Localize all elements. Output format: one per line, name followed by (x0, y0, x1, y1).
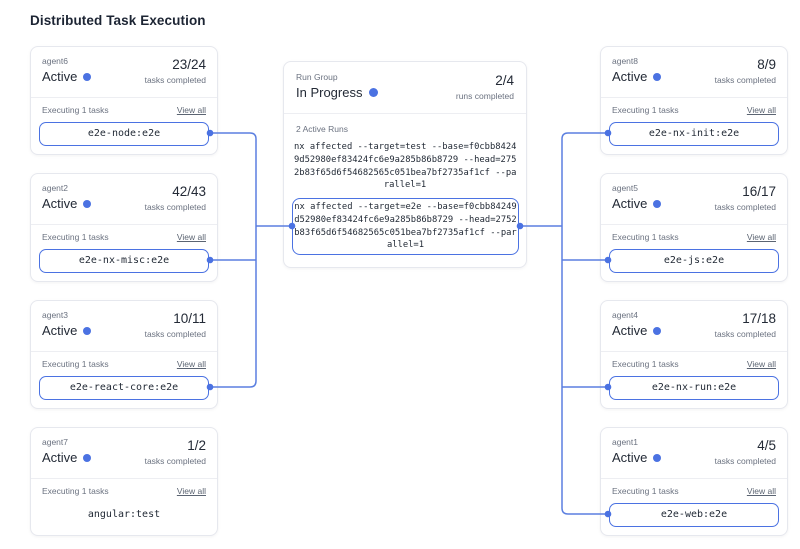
tasks-count: 1/2 (187, 438, 206, 453)
agent-status-text: Active (612, 323, 648, 338)
task-chip[interactable]: e2e-nx-misc:e2e (39, 249, 209, 273)
executing-label: Executing 1 tasks (42, 486, 109, 496)
tasks-completed-label: tasks completed (714, 202, 776, 212)
agent-status-text: Active (612, 450, 648, 465)
task-chip[interactable]: e2e-web:e2e (609, 503, 779, 527)
agent-card-agent3: agent3 Active 10/11 tasks completed Exec… (30, 300, 218, 409)
status-dot-icon (83, 326, 92, 335)
agent-card-agent5: agent5 Active 16/17 tasks completed Exec… (600, 173, 788, 282)
agent-status-text: Active (612, 69, 648, 84)
agent-card-header: agent4 Active 17/18 tasks completed (601, 301, 787, 352)
run-group-status-text: In Progress (296, 85, 363, 100)
view-all-link[interactable]: View all (746, 232, 776, 242)
agent-status-text: Active (612, 196, 648, 211)
agent-status-text: Active (42, 323, 78, 338)
agent-card-agent6: agent6 Active 23/24 tasks completed Exec… (30, 46, 218, 155)
status-dot-icon (83, 72, 92, 81)
agent-name: agent2 (42, 183, 68, 193)
status-dot-icon (653, 72, 662, 81)
status-dot-icon (369, 88, 379, 97)
agent-card-header: agent2 Active 42/43 tasks completed (31, 174, 217, 225)
agent-status-text: Active (42, 450, 78, 465)
agent-card-agent7: agent7 Active 1/2 tasks completed Execut… (30, 427, 218, 536)
run-command-1[interactable]: nx affected --target=test --base=f0cbb84… (294, 142, 516, 191)
task-chip[interactable]: angular:test (39, 503, 209, 527)
view-all-link[interactable]: View all (746, 486, 776, 496)
view-all-link[interactable]: View all (176, 105, 206, 115)
tasks-count: 17/18 (742, 311, 776, 326)
view-all-link[interactable]: View all (746, 105, 776, 115)
tasks-completed-label: tasks completed (714, 329, 776, 339)
agent-name: agent5 (612, 183, 638, 193)
status-dot-icon (653, 199, 662, 208)
agent-card-header: agent3 Active 10/11 tasks completed (31, 301, 217, 352)
tasks-completed-label: tasks completed (144, 75, 206, 85)
agent-card-header: agent1 Active 4/5 tasks completed (601, 428, 787, 479)
view-all-link[interactable]: View all (746, 359, 776, 369)
agent-card-header: agent8 Active 8/9 tasks completed (601, 47, 787, 98)
agent-name: agent6 (42, 56, 68, 66)
run-group-header: Run Group In Progress 2/4 runs completed (284, 62, 526, 114)
tasks-count: 4/5 (757, 438, 776, 453)
agent-name: agent8 (612, 56, 638, 66)
tasks-completed-label: tasks completed (714, 75, 776, 85)
executing-label: Executing 1 tasks (42, 359, 109, 369)
agent-name: agent1 (612, 437, 638, 447)
task-chip[interactable]: e2e-nx-init:e2e (609, 122, 779, 146)
run-command-2-highlighted[interactable]: nx affected --target=e2e --base=f0cbb842… (292, 198, 519, 255)
agent-card-header: agent5 Active 16/17 tasks completed (601, 174, 787, 225)
agent-card-header: agent7 Active 1/2 tasks completed (31, 428, 217, 479)
executing-label: Executing 1 tasks (612, 359, 679, 369)
tasks-completed-label: tasks completed (144, 202, 206, 212)
page-title: Distributed Task Execution (30, 13, 206, 28)
task-chip[interactable]: e2e-nx-run:e2e (609, 376, 779, 400)
agent-name: agent7 (42, 437, 68, 447)
view-all-link[interactable]: View all (176, 486, 206, 496)
agent-name: agent3 (42, 310, 68, 320)
runs-count: 2/4 (495, 73, 514, 88)
agent-card-header: agent6 Active 23/24 tasks completed (31, 47, 217, 98)
agent-card-agent8: agent8 Active 8/9 tasks completed Execut… (600, 46, 788, 155)
status-dot-icon (653, 326, 662, 335)
agent-name: agent4 (612, 310, 638, 320)
run-group-label: Run Group (296, 72, 338, 82)
tasks-count: 42/43 (172, 184, 206, 199)
agent-card-agent1: agent1 Active 4/5 tasks completed Execut… (600, 427, 788, 536)
run-group-panel: Run Group In Progress 2/4 runs completed… (283, 61, 527, 268)
task-chip[interactable]: e2e-react-core:e2e (39, 376, 209, 400)
agent-card-agent4: agent4 Active 17/18 tasks completed Exec… (600, 300, 788, 409)
tasks-count: 16/17 (742, 184, 776, 199)
view-all-link[interactable]: View all (176, 232, 206, 242)
tasks-count: 10/11 (173, 311, 206, 326)
status-dot-icon (653, 453, 662, 462)
tasks-completed-label: tasks completed (144, 329, 206, 339)
runs-completed-label: runs completed (455, 91, 514, 101)
tasks-completed-label: tasks completed (144, 456, 206, 466)
task-chip[interactable]: e2e-node:e2e (39, 122, 209, 146)
tasks-count: 8/9 (757, 57, 776, 72)
tasks-count: 23/24 (172, 57, 206, 72)
agent-status-text: Active (42, 69, 78, 84)
view-all-link[interactable]: View all (176, 359, 206, 369)
executing-label: Executing 1 tasks (612, 486, 679, 496)
active-runs-label: 2 Active Runs (296, 124, 348, 134)
status-dot-icon (83, 199, 92, 208)
executing-label: Executing 1 tasks (42, 232, 109, 242)
task-chip[interactable]: e2e-js:e2e (609, 249, 779, 273)
agent-status-text: Active (42, 196, 78, 211)
executing-label: Executing 1 tasks (612, 232, 679, 242)
tasks-completed-label: tasks completed (714, 456, 776, 466)
executing-label: Executing 1 tasks (612, 105, 679, 115)
status-dot-icon (83, 453, 92, 462)
agent-card-agent2: agent2 Active 42/43 tasks completed Exec… (30, 173, 218, 282)
executing-label: Executing 1 tasks (42, 105, 109, 115)
